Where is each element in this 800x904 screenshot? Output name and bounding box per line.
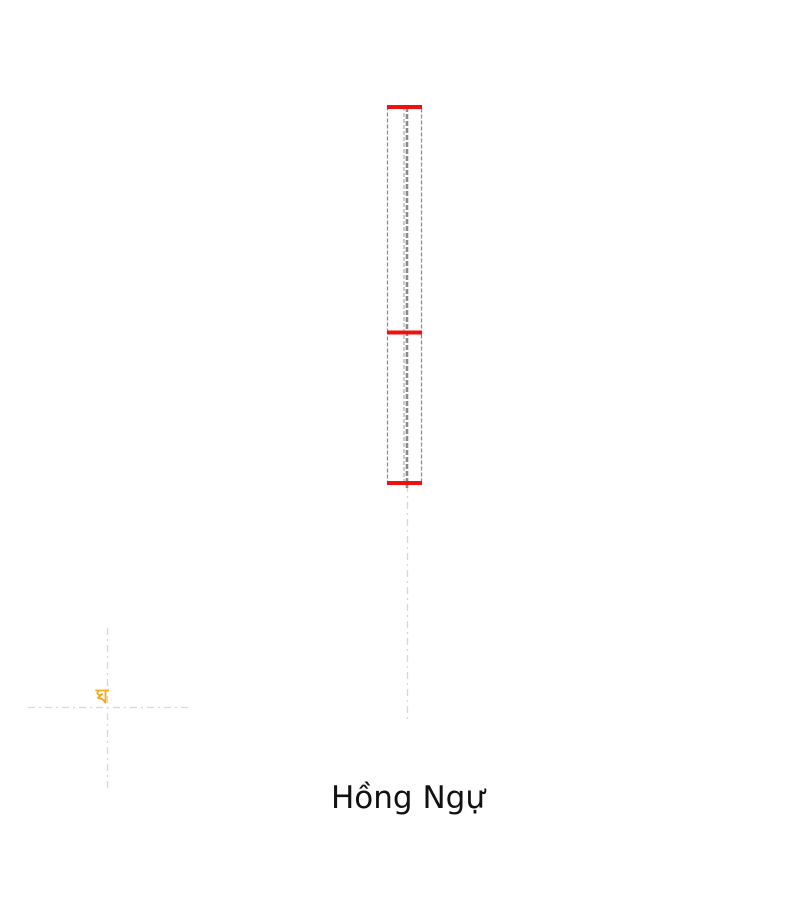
marker-glyph: ঘ: [96, 684, 109, 708]
diagram-title: Hồng Ngự: [331, 780, 485, 816]
